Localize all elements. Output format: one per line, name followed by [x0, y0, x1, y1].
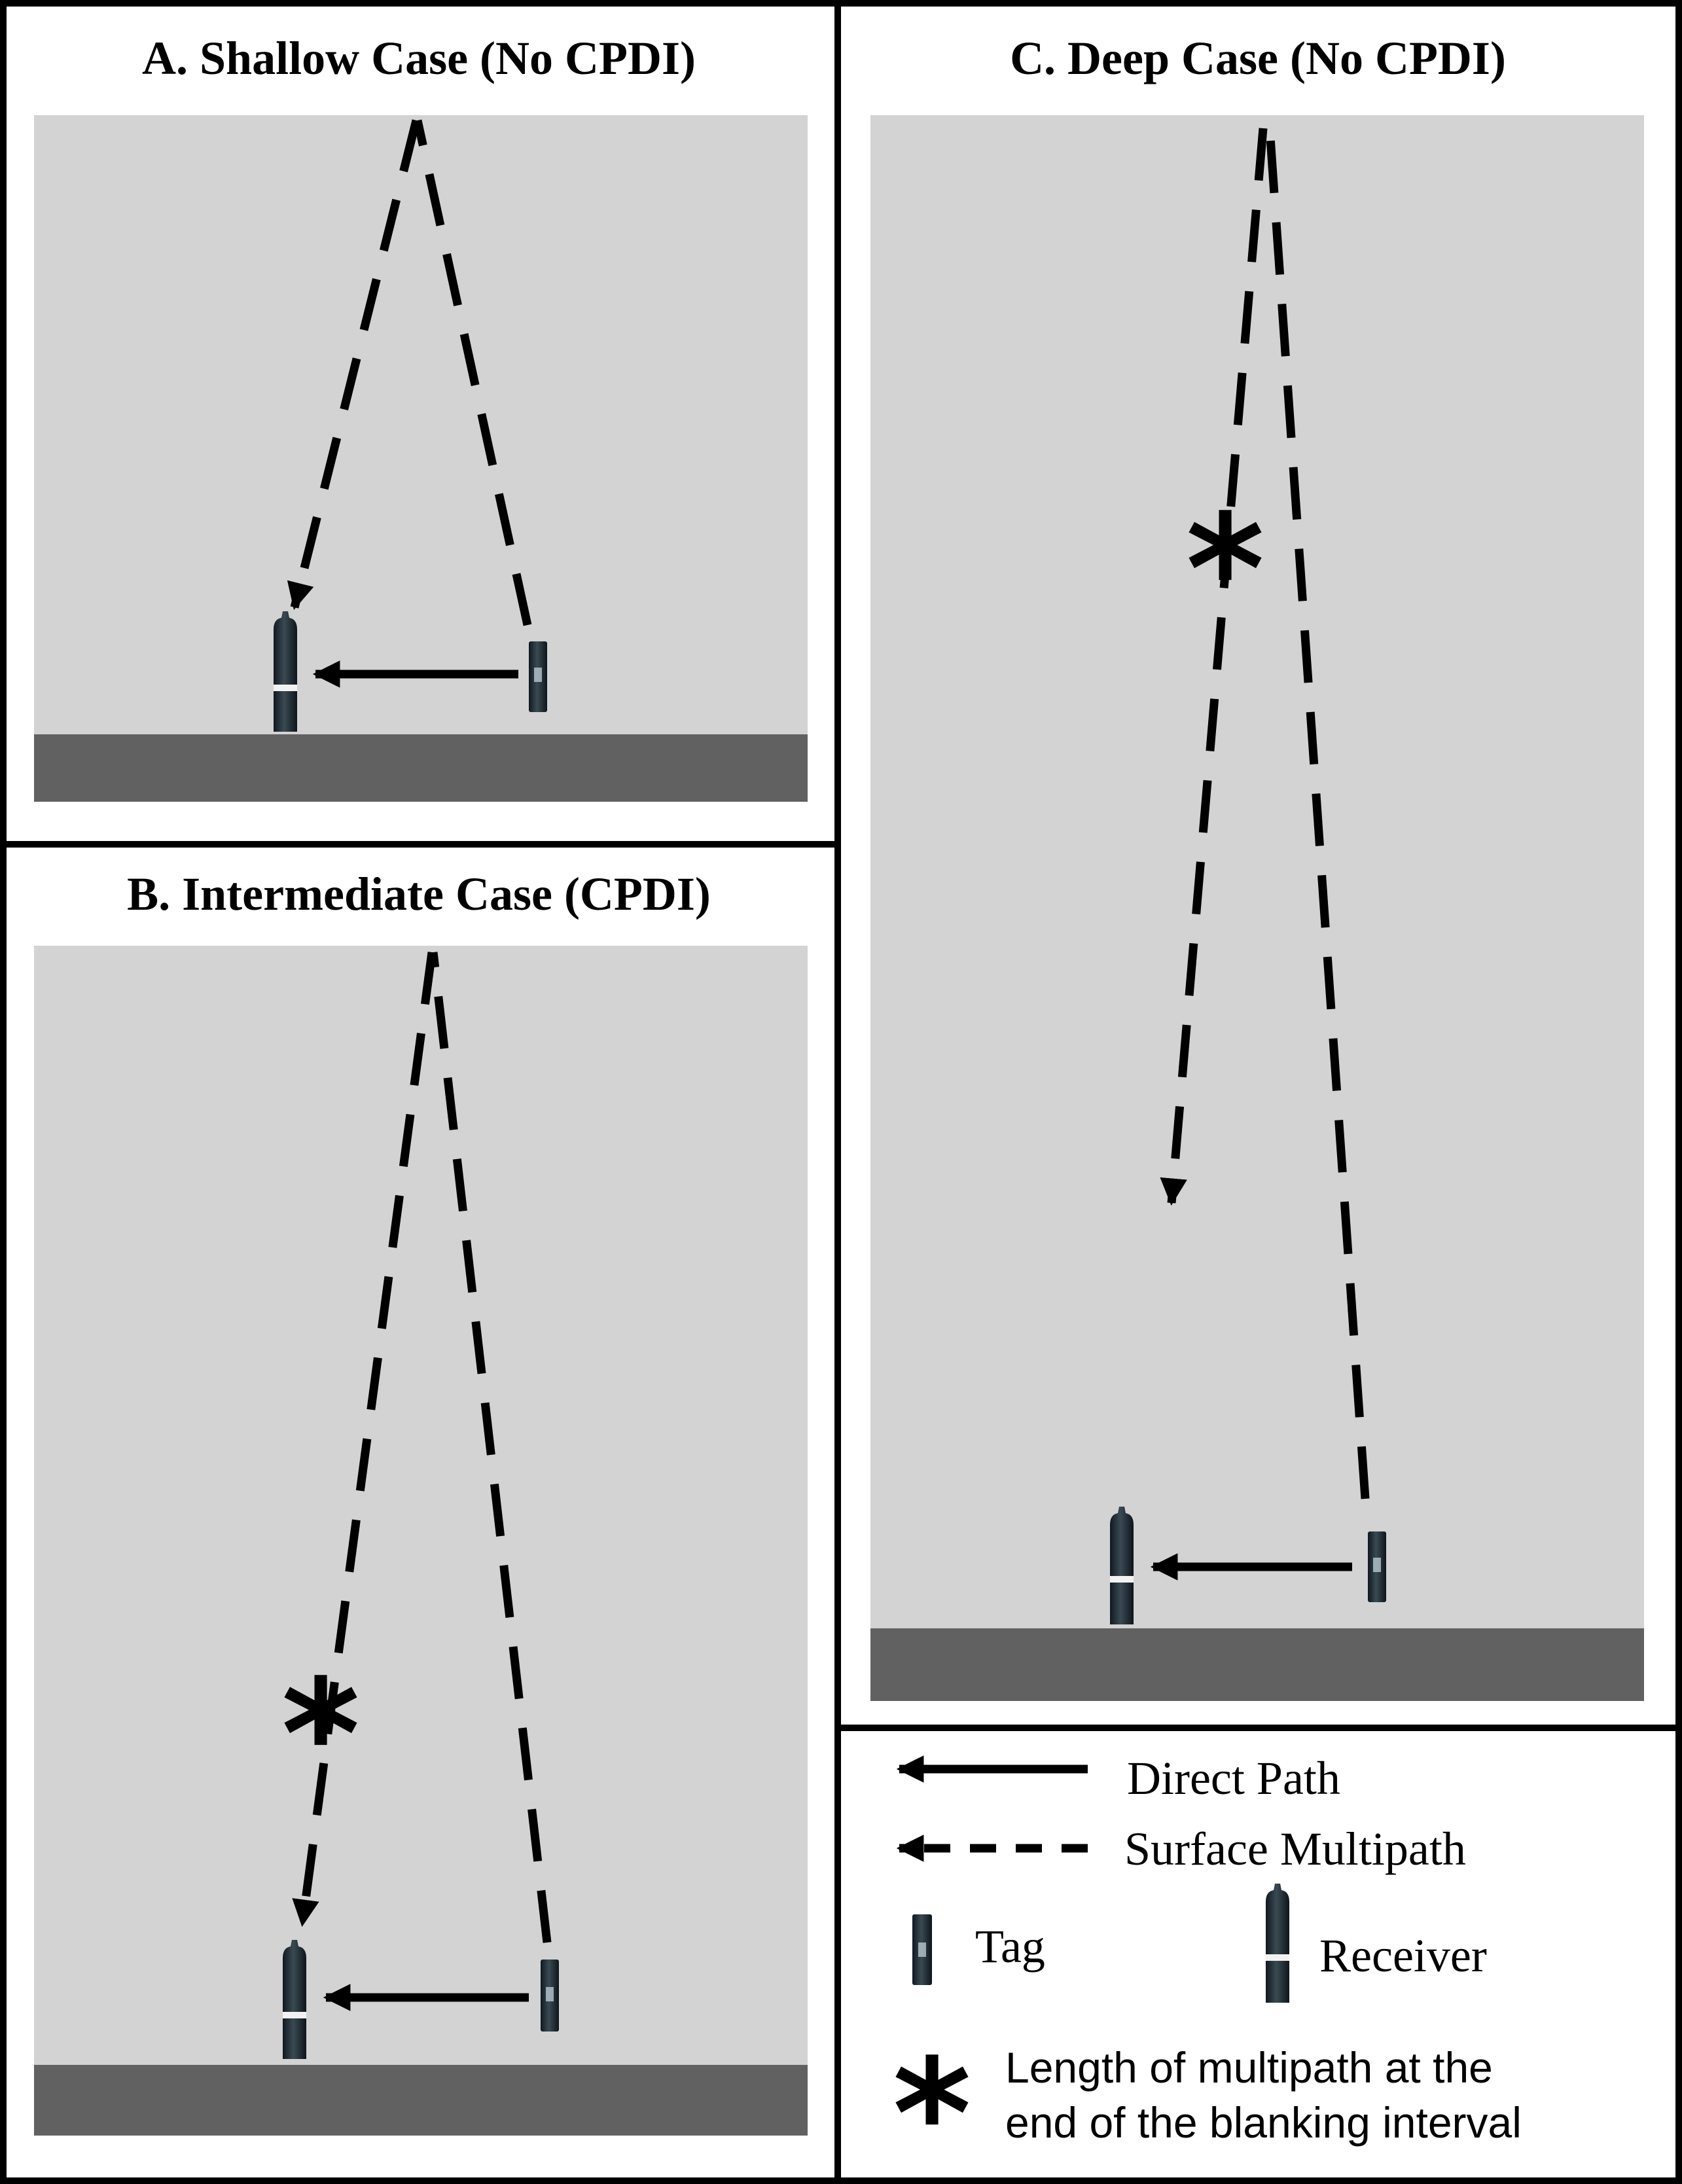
panel-b: B. Intermediate Case (CPDI) *: [34, 868, 808, 2136]
legend-tag-label: Tag: [975, 1920, 1045, 1973]
panel-a-receiver: [274, 611, 297, 732]
panel-c-receiver: [1110, 1507, 1134, 1624]
legend-note-line1: Length of multipath at the: [1005, 2043, 1493, 2092]
legend-blanking-marker: *: [893, 2028, 971, 2184]
legend-direct-path-label: Direct Path: [1127, 1752, 1340, 1804]
legend: Direct Path Surface Multipath Tag Receiv…: [893, 1752, 1522, 2184]
panel-c-seabed: [870, 1628, 1644, 1701]
panel-b-multipath-up: [429, 952, 552, 1943]
panel-a-multipath-down: [287, 119, 421, 611]
panel-b-water: [34, 946, 808, 2065]
panel-c-multipath-up: [1265, 128, 1370, 1499]
panel-c-tag: [1368, 1531, 1386, 1602]
panel-b-receiver: [283, 1940, 306, 2059]
panel-a-tag: [529, 641, 547, 712]
legend-receiver-label: Receiver: [1319, 1929, 1487, 1982]
panel-c-title: C. Deep Case (No CPDI): [1010, 32, 1506, 84]
panel-a-seabed: [34, 734, 808, 802]
panel-b-seabed: [34, 2065, 808, 2136]
panel-a-title: A. Shallow Case (No CPDI): [142, 32, 696, 84]
panel-b-tag: [541, 1960, 559, 2032]
legend-note-line2: end of the blanking interval: [1005, 2098, 1522, 2147]
panel-a: A. Shallow Case (No CPDI): [34, 32, 808, 802]
legend-receiver-symbol: [1266, 1884, 1289, 2003]
legend-tag-symbol: [912, 1914, 932, 1985]
panel-c: C. Deep Case (No CPDI) *: [870, 32, 1644, 1701]
panel-c-multipath-down: [1160, 128, 1268, 1206]
panel-c-water: [870, 115, 1644, 1628]
panel-a-water: [34, 115, 808, 734]
panel-b-title: B. Intermediate Case (CPDI): [127, 868, 711, 920]
panel-a-multipath-up: [413, 119, 532, 626]
panel-b-blanking-marker: *: [281, 1648, 360, 1823]
legend-surface-multipath-label: Surface Multipath: [1124, 1823, 1466, 1875]
panel-c-blanking-marker: *: [1186, 483, 1264, 658]
